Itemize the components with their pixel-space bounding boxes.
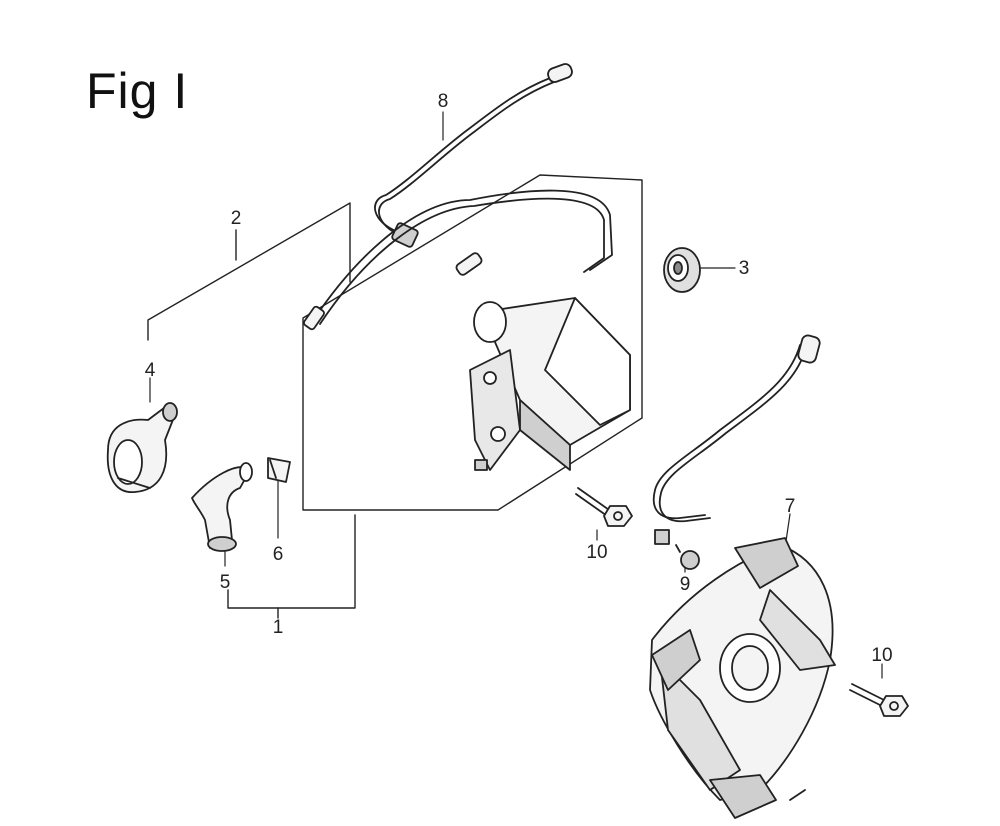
callout-2: 2 bbox=[231, 208, 242, 229]
callout-1: 1 bbox=[273, 617, 284, 638]
callout-5: 5 bbox=[220, 572, 231, 593]
figure-title: Fig I bbox=[86, 63, 189, 119]
coil-assembly-frame bbox=[302, 174, 643, 511]
spark-plug-cap-part-4 bbox=[106, 402, 178, 493]
bolt-part-10-lower bbox=[849, 683, 909, 717]
callout-9: 9 bbox=[680, 574, 691, 595]
callout-10-upper: 10 bbox=[586, 542, 607, 563]
grommet-part-3 bbox=[663, 247, 701, 293]
callout-3: 3 bbox=[739, 258, 750, 279]
bracket-2 bbox=[147, 202, 351, 341]
callout-4: 4 bbox=[145, 360, 156, 381]
bracket-lines bbox=[147, 174, 643, 619]
callout-labels: 1 2 3 4 5 6 7 8 9 10 10 bbox=[145, 91, 893, 666]
screw-part-9 bbox=[675, 544, 700, 570]
callout-10-lower: 10 bbox=[871, 645, 892, 666]
bracket-1 bbox=[227, 514, 356, 609]
plug-boot-part-5 bbox=[191, 462, 253, 552]
callout-7: 7 bbox=[785, 496, 796, 517]
callout-6: 6 bbox=[273, 544, 284, 565]
bolt-part-10-upper bbox=[575, 487, 633, 527]
terminal-part-6 bbox=[267, 457, 291, 483]
callout-8: 8 bbox=[438, 91, 449, 112]
high-tension-lead bbox=[303, 189, 613, 331]
ignition-coil bbox=[469, 297, 631, 471]
exciter-coil-part-7 bbox=[649, 334, 836, 819]
lead-wire-part-8 bbox=[374, 63, 573, 248]
